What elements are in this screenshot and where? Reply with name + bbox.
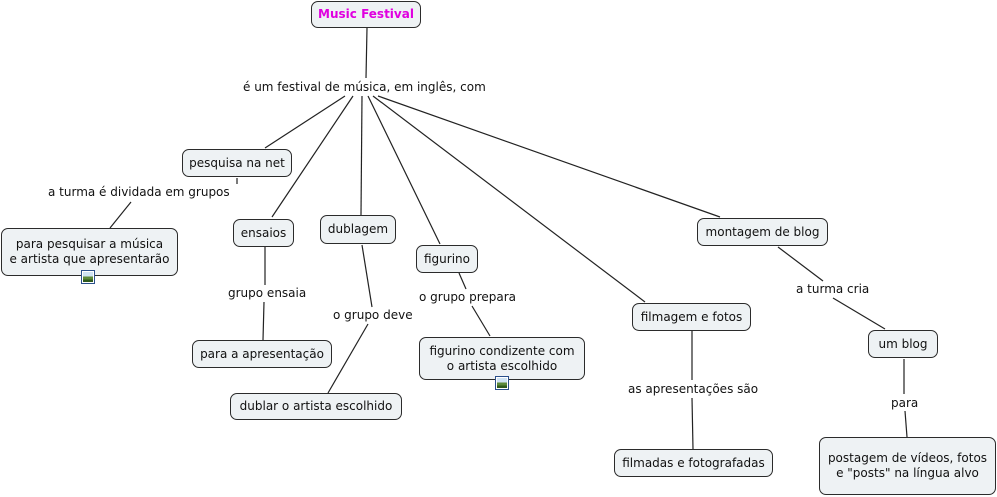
node-pesquisa-target[interactable]: para pesquisar a música e artista que ap… (1, 228, 178, 276)
image-resource-icon[interactable] (81, 270, 95, 284)
linking-phrase-main: é um festival de música, em inglês, com (240, 80, 489, 95)
linking-phrase-blog-mid: para (888, 396, 922, 411)
node-dublagem-target[interactable]: dublar o artista escolhido (230, 393, 402, 420)
node-dublagem[interactable]: dublagem (320, 215, 396, 244)
node-figurino-target-text: figurino condizente com o artista escolh… (429, 343, 575, 373)
node-blog-target[interactable]: postagem de vídeos, fotos e "posts" na l… (819, 437, 996, 495)
linking-phrase-figurino: o grupo prepara (416, 290, 520, 305)
linking-phrase-pesquisa: a turma é dividada em grupos (45, 185, 233, 200)
node-filmagem[interactable]: filmagem e fotos (632, 303, 751, 331)
image-resource-icon[interactable] (495, 376, 509, 390)
node-pesquisa-target-text: para pesquisar a música e artista que ap… (9, 237, 170, 266)
node-blog-target-text: postagem de vídeos, fotos e "posts" na l… (827, 451, 988, 480)
node-filmagem-target[interactable]: filmadas e fotografadas (614, 449, 773, 477)
node-blog[interactable]: montagem de blog (697, 218, 828, 246)
node-ensaios-target[interactable]: para a apresentação (192, 340, 332, 368)
node-figurino[interactable]: figurino (416, 245, 478, 273)
node-pesquisa[interactable]: pesquisa na net (182, 149, 292, 177)
node-blog-mid[interactable]: um blog (868, 330, 938, 358)
linking-phrase-dublagem: o grupo deve (330, 308, 416, 323)
node-ensaios[interactable]: ensaios (233, 219, 294, 247)
root-node[interactable]: Music Festival (311, 1, 421, 28)
linking-phrase-blog: a turma cria (793, 282, 873, 297)
linking-phrase-filmagem: as apresentações são (625, 382, 762, 397)
linking-phrase-ensaios: grupo ensaia (225, 286, 310, 301)
node-figurino-target[interactable]: figurino condizente com o artista escolh… (419, 337, 585, 380)
